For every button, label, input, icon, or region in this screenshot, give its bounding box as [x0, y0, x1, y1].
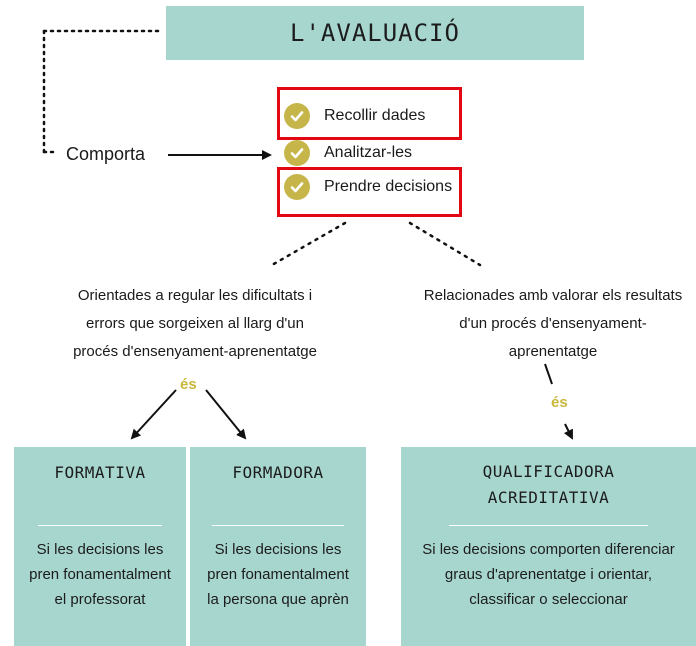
desc-line: aprenentatge — [508, 343, 598, 360]
card-text: Si les decisions les pren fonamentalment… — [14, 537, 186, 612]
comporta-label: Comporta — [66, 144, 146, 164]
step-analitzar: Analitzar-les — [284, 140, 412, 166]
page-title: L'AVALUACIÓ — [290, 19, 460, 47]
dotted-bracket — [42, 29, 160, 154]
card-divider — [212, 525, 344, 526]
card-text-line: Si les decisions les — [36, 541, 164, 558]
card-title: FORMATIVA — [54, 463, 146, 482]
card-text-line: pren fonamentalment — [29, 566, 171, 583]
card-text-line: la persona que aprèn — [207, 591, 349, 608]
desc-line: errors que sorgeixen al llarg d'un — [86, 315, 304, 332]
arrow-to-formativa — [130, 389, 177, 440]
card-text-line: Si les decisions comporten diferenciar — [422, 541, 675, 558]
highlight-box-recollir — [277, 87, 462, 140]
card-formativa: FORMATIVA Si les decisions les pren fona… — [14, 447, 186, 646]
right-connector — [544, 363, 553, 385]
step-prendre: Prendre decisions — [284, 174, 452, 200]
card-title: QUALIFICADORA ACREDITATIVA — [401, 459, 696, 511]
left-es-label: és — [180, 376, 197, 393]
desc-line: Relacionades amb valorar els resultats — [423, 287, 683, 304]
arrow-to-qualificadora — [563, 423, 573, 440]
check-icon — [284, 174, 310, 200]
step-label: Prendre decisions — [324, 178, 453, 195]
desc-line: d'un procés d'ensenyament- — [459, 315, 647, 332]
card-qualificadora: QUALIFICADORA ACREDITATIVA Si les decisi… — [401, 447, 696, 646]
card-text: Si les decisions les pren fonamentalment… — [190, 537, 366, 612]
highlight-box-prendre — [277, 167, 462, 217]
dotted-diagonals — [270, 221, 482, 267]
check-icon — [284, 103, 310, 129]
card-divider — [38, 525, 162, 526]
desc-line: procés d'ensenyament-aprenentatge — [73, 343, 317, 360]
card-text-line: classificar o seleccionar — [469, 591, 628, 608]
card-text-line: Si les decisions les — [214, 541, 342, 558]
right-es-label: és — [551, 394, 568, 411]
left-description: Orientades a regular les dificultats i e… — [40, 282, 350, 366]
card-text-line: graus d'aprenentatge i orientar, — [444, 566, 653, 583]
desc-line: Orientades a regular les dificultats i — [77, 287, 313, 304]
arrow-to-formadora — [205, 389, 247, 440]
step-label: Recollir dades — [324, 107, 426, 124]
title-box: L'AVALUACIÓ — [166, 6, 584, 60]
card-text-line: pren fonamentalment — [207, 566, 349, 583]
card-formadora: FORMADORA Si les decisions les pren fona… — [190, 447, 366, 646]
card-text: Si les decisions comporten diferenciar g… — [401, 537, 696, 612]
card-title-line: QUALIFICADORA — [482, 462, 615, 481]
check-icon — [284, 140, 310, 166]
card-text-line: el professorat — [54, 591, 146, 608]
card-title: FORMADORA — [232, 463, 324, 482]
right-description: Relacionades amb valorar els resultats d… — [400, 282, 696, 366]
card-title-line: ACREDITATIVA — [487, 488, 610, 507]
step-recollir: Recollir dades — [284, 103, 425, 129]
step-label: Analitzar-les — [324, 144, 413, 161]
card-divider — [449, 525, 648, 526]
